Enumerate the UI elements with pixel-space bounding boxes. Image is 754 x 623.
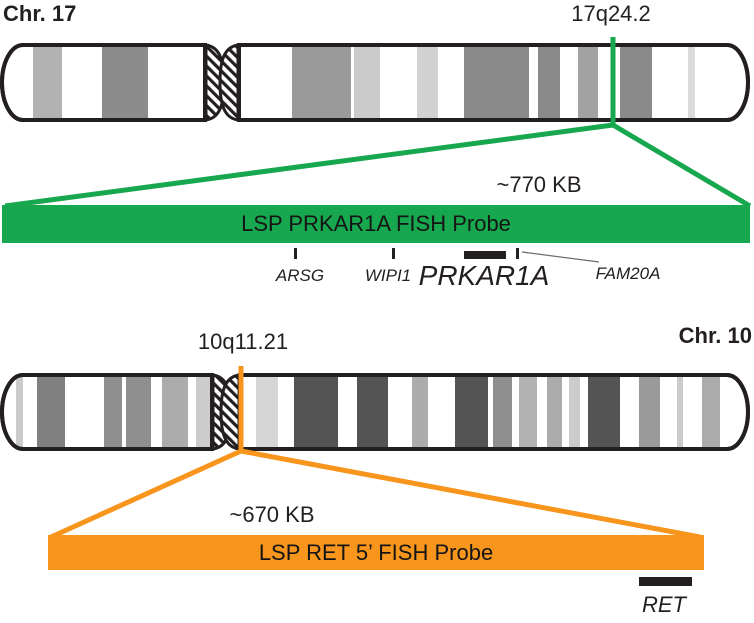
- chr10-title-label: Chr. 10: [678, 323, 752, 348]
- ret-gene-label: RET: [642, 592, 686, 617]
- chr10-probe-size-label: ~670 KB: [229, 502, 315, 527]
- arsg-gene-tick: [294, 248, 297, 259]
- chr10-ideogram: [0, 373, 750, 451]
- chr17-locus-label: 17q24.2: [571, 1, 651, 26]
- chr17-funnel-right-line: [611, 122, 752, 209]
- fam20a-gene-tick: [516, 248, 519, 259]
- arsg-gene-label: ARSG: [275, 266, 325, 285]
- wipi1-gene-label: WIPI1: [364, 266, 412, 285]
- ret-fish-probe-label: LSP RET 5’ FISH Probe: [258, 539, 494, 565]
- prkar1a-gene-label: PRKAR1A: [418, 260, 550, 291]
- ret-fish-probe-bar: LSP RET 5’ FISH Probe: [48, 535, 704, 570]
- prkar1a-gene-region-bar: [464, 251, 506, 259]
- chr17-title-label: Chr. 17: [3, 1, 77, 26]
- chr17-ideogram: [0, 43, 750, 122]
- chr10-locus-label: 10q11.21: [197, 329, 289, 354]
- fam20a-gene-label: FAM20A: [595, 264, 661, 283]
- ret-gene-region-bar: [639, 577, 692, 586]
- prkar1a-fish-probe-bar: LSP PRKAR1A FISH Probe: [2, 205, 750, 243]
- chr17-probe-size-label: ~770 KB: [496, 172, 582, 197]
- prkar1a-fish-probe-label: LSP PRKAR1A FISH Probe: [241, 211, 511, 236]
- wipi1-gene-tick: [392, 248, 395, 259]
